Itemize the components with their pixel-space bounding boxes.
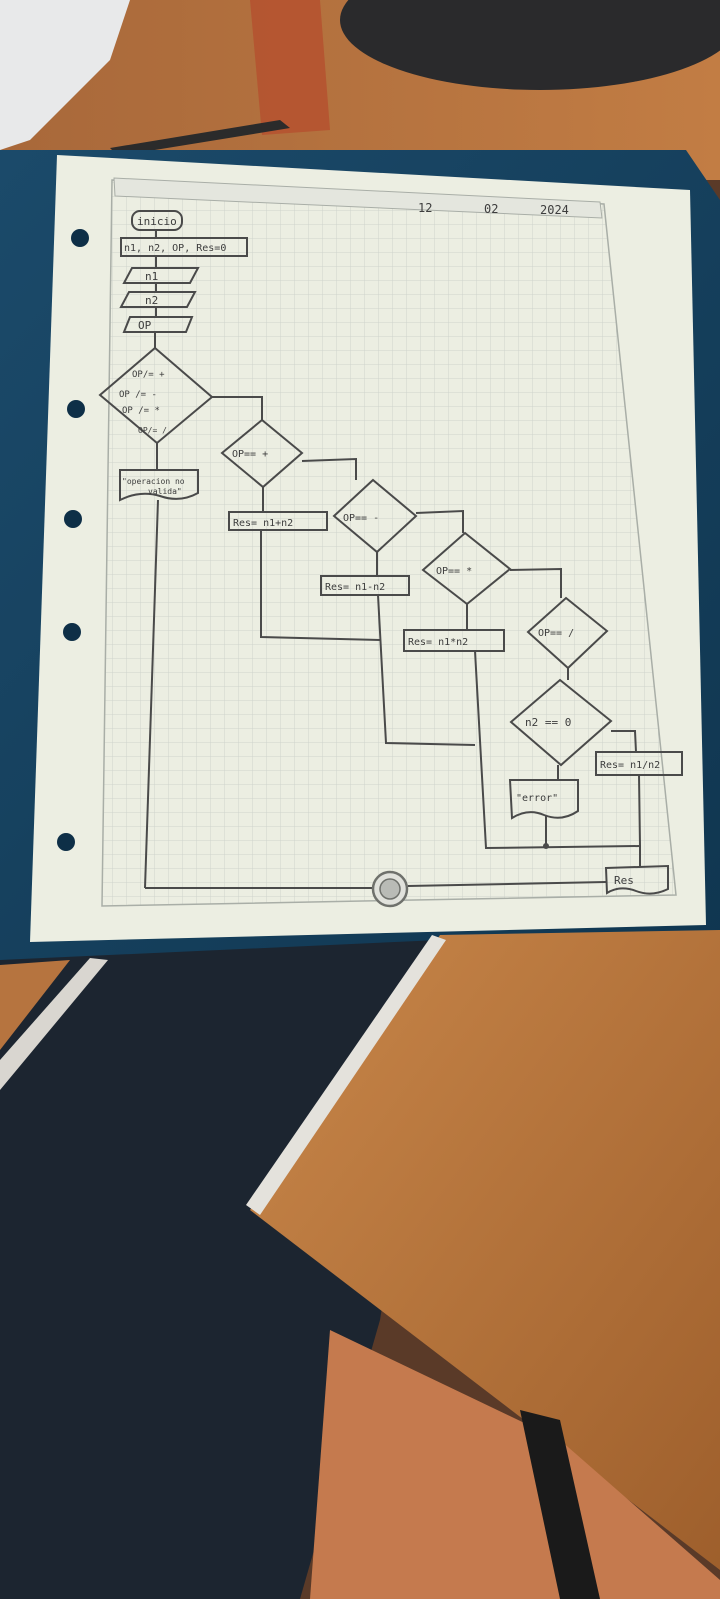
sub-process-label: Res= n1-n2	[325, 582, 385, 593]
dark-object	[340, 0, 720, 90]
div-process-label: Res= n1/n2	[600, 760, 660, 771]
binder-hole	[63, 623, 81, 641]
start-label: inicio	[137, 215, 177, 228]
loose-paper-corner	[0, 0, 130, 150]
input-n2-label: n2	[145, 294, 158, 307]
zero-condition: n2 == 0	[525, 716, 571, 729]
floor	[310, 1330, 720, 1599]
error-output	[508, 779, 579, 820]
chair-edge	[0, 958, 108, 1090]
input-op	[122, 316, 194, 333]
validity-line-4: OP/= /	[138, 426, 167, 435]
mul-condition: OP== *	[436, 566, 472, 577]
zero-decision	[509, 678, 613, 767]
declaration-label: n1, n2, OP, Res=0	[124, 243, 226, 254]
input-op-label: OP	[138, 319, 152, 332]
input-n2	[119, 291, 197, 308]
pencil	[110, 120, 290, 156]
mul-process	[403, 629, 505, 652]
table-leg	[520, 1410, 600, 1599]
declaration-box	[120, 237, 248, 257]
input-n1-label: n1	[145, 270, 158, 283]
sub-process	[320, 575, 410, 596]
wooden-table	[250, 930, 720, 1570]
invalid-line-2: valida"	[148, 487, 182, 496]
validity-line-2: OP /= -	[119, 390, 157, 400]
validity-line-3: OP /= *	[122, 406, 160, 416]
input-n1	[122, 267, 200, 284]
invalid-output	[119, 469, 199, 502]
date-day: 12	[418, 201, 432, 215]
merge-point	[543, 843, 549, 849]
date-year: 2024	[540, 203, 569, 217]
mul-process-label: Res= n1*n2	[408, 637, 468, 648]
error-label: "error"	[516, 793, 558, 804]
header-band	[113, 177, 603, 219]
table-edge	[246, 935, 446, 1215]
add-process-label: Res= n1+n2	[233, 518, 293, 529]
validity-line-1: OP/= +	[132, 370, 165, 380]
add-process	[228, 511, 328, 531]
binder-hole	[67, 400, 85, 418]
end-connector-inner	[379, 878, 401, 900]
binder-hole	[57, 833, 75, 851]
result-label: Res	[614, 874, 634, 887]
div-condition: OP== /	[538, 628, 574, 639]
ruler	[250, 0, 330, 135]
flowchart: inicio n1, n2, OP, Res=0 n1 n2 OP OP/= +…	[98, 210, 683, 908]
add-condition: OP== +	[232, 449, 268, 460]
binder-hole	[64, 510, 82, 528]
invalid-line-1: "operacion no	[122, 477, 185, 486]
date-month: 02	[484, 202, 498, 216]
grid-area	[101, 179, 677, 907]
desk-corner	[0, 960, 70, 1050]
sub-condition: OP== -	[343, 513, 379, 524]
result-output	[604, 864, 669, 895]
binder-hole	[71, 229, 89, 247]
